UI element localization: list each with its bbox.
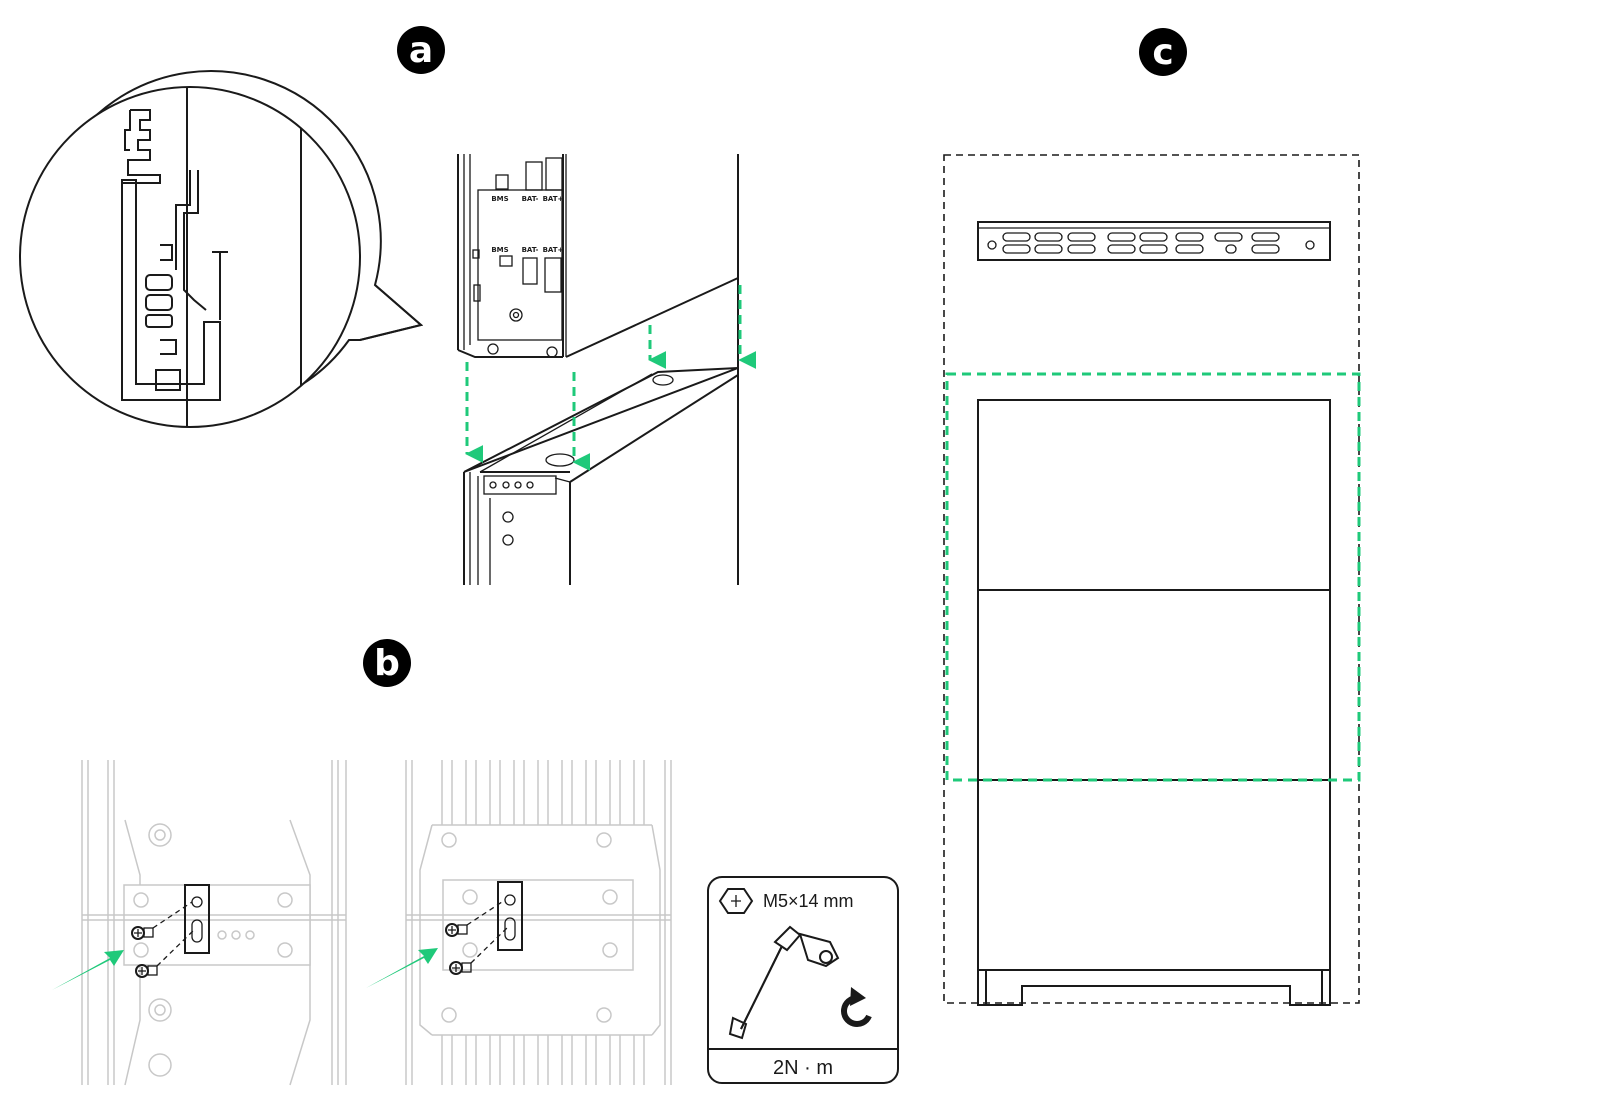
port-label-bat-minus-2: BAT-	[522, 246, 539, 254]
torque-label: 2N · m	[773, 1057, 833, 1079]
step-badge-b: b	[363, 639, 411, 687]
lower-battery-module	[463, 367, 739, 585]
installation-zone-outline	[943, 154, 1360, 1004]
highlight-zone	[945, 372, 1361, 782]
bracket-view-left	[52, 760, 347, 1086]
heatsink-fins-top	[441, 760, 645, 825]
heatsink-fins-bottom	[432, 1034, 652, 1085]
insert-arrow-right	[366, 948, 438, 988]
base-stand	[977, 969, 1331, 1006]
screw-icon-right-bottom	[449, 961, 472, 975]
step-badge-a: a	[397, 26, 445, 74]
screw-icon-right-top	[445, 923, 468, 937]
fastener-spec-box: M5×14 mm 2N · m	[707, 876, 899, 1084]
socket-wrench-icon	[728, 925, 840, 1040]
drop-arrows	[465, 285, 757, 471]
screw-icon-left-top	[131, 926, 154, 940]
upper-battery-module: BMS BAT- BAT+ BMS BAT- BAT+	[457, 154, 739, 585]
battery-module-middle	[977, 589, 1331, 781]
port-label-bat-plus-2: BAT+	[543, 246, 564, 254]
step-label-b: b	[374, 643, 400, 684]
step-label-c: c	[1152, 32, 1173, 73]
screw-icon-left-bottom	[135, 964, 158, 978]
wall-bracket	[977, 221, 1331, 261]
step-label-a: a	[409, 30, 433, 71]
step-badge-c: c	[1139, 28, 1187, 76]
battery-module-top	[977, 399, 1331, 591]
port-panel-top: BMS BAT- BAT+ BMS BAT- BAT+	[472, 157, 564, 358]
bracket-view-right	[366, 760, 672, 1085]
port-label-bms: BMS	[491, 195, 508, 203]
port-label-bat-minus: BAT-	[522, 195, 539, 203]
port-label-bat-plus: BAT+	[543, 195, 564, 203]
battery-module-bottom	[977, 779, 1331, 971]
zoom-callout	[19, 70, 424, 428]
clockwise-rotate-icon	[841, 987, 872, 1027]
screw-spec-label: M5×14 mm	[763, 891, 854, 911]
hook-detail	[121, 87, 302, 427]
port-label-bms-2: BMS	[491, 246, 508, 254]
cross-screw-icon	[718, 888, 754, 914]
stack-front-view	[943, 154, 1361, 1006]
insert-arrow-left	[52, 950, 124, 990]
